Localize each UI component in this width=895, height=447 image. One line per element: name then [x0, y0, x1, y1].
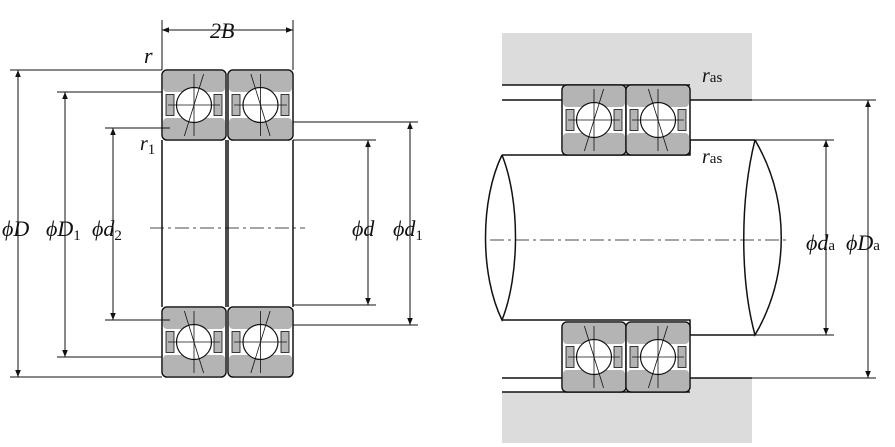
bearing-row	[227, 69, 294, 141]
bearing-row	[561, 321, 627, 393]
shaft	[484, 139, 782, 337]
bearing-sections	[150, 69, 790, 393]
contact-angle-line	[183, 310, 205, 374]
contact-angle-line	[583, 88, 605, 152]
dimension-lines	[10, 20, 876, 379]
bearing-row	[625, 84, 691, 156]
chamfer-label: r	[144, 43, 153, 68]
contact-angle-line	[647, 88, 669, 152]
extension-line	[161, 20, 294, 70]
contact-angle-line	[583, 325, 605, 389]
fillet-shaft-label: ras	[702, 146, 722, 168]
label-D1: ϕD1	[46, 216, 81, 244]
width-label: 2B	[210, 18, 234, 43]
label-d: ϕd	[352, 216, 375, 241]
fillet-housing-label: ras	[702, 65, 722, 87]
contact-angle-line	[250, 310, 271, 374]
bearing-row	[625, 321, 691, 393]
contact-angle-line	[250, 73, 271, 137]
label-d2: ϕd2	[92, 216, 122, 244]
label-D: ϕD	[2, 216, 29, 241]
bearing-row	[161, 306, 227, 378]
label-da: ϕda	[806, 230, 835, 255]
bearing-row	[561, 84, 627, 156]
label-d1: ϕd1	[393, 216, 423, 244]
bearing-bore-lines	[161, 140, 294, 307]
bearing-row	[227, 306, 294, 378]
bearing-row	[161, 69, 227, 141]
label-Da: ϕDa	[846, 230, 880, 255]
contact-angle-line	[183, 73, 205, 137]
chamfer1-label: r1	[140, 133, 155, 158]
contact-angle-line	[647, 325, 669, 389]
